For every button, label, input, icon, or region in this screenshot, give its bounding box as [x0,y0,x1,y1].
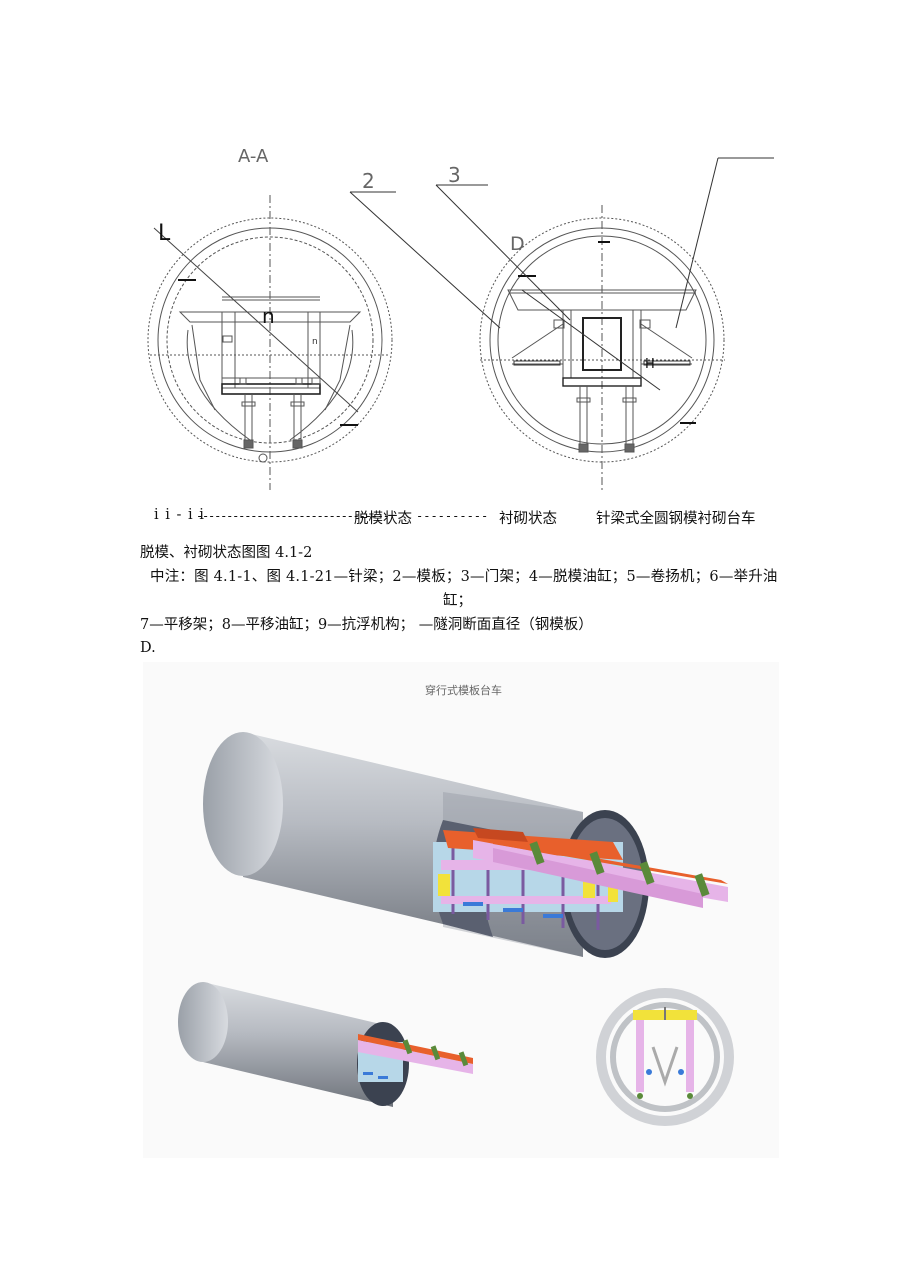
note-line-4: D. [140,640,156,656]
stripping-state-label: 脱模状态 [354,511,412,527]
render-title: 穿行式模板台车 [425,683,502,697]
small-tube-model [178,982,473,1107]
section-label: i i - i i [154,507,205,523]
cross-section-drawing: A-A L 2 3 D n n H [147,146,774,490]
section-title-label: A-A [238,146,269,167]
label-D: D [510,233,525,255]
label-3: 3 [448,163,461,187]
label-n: n [262,304,275,328]
lining-state-label: 衬砌状态 [499,511,557,527]
note-line-2: 缸； [443,593,472,609]
note-line-1: 中注：图 4.1-1、图 4.1-21—针梁；2—模板；3—门架；4—脱模油缸；… [150,569,778,585]
label-L: L [158,221,171,246]
left-section-stripping-state [147,195,393,490]
label-2: 2 [362,169,375,193]
note-line-3: 7—平移架；8—平移油缸；9—抗浮机构； —隧洞断面直径（钢模板） [140,617,593,633]
traveling-formwork-render: 穿行式模板台车 [143,662,779,1158]
label-H: H [645,357,655,372]
cross-section-ring-model [596,988,734,1126]
large-tube-model [203,732,728,958]
figure-caption-row: i i - i i ------------------------------… [154,507,794,529]
label-n-small: n [312,337,318,347]
caption-dashes-2: ---------- [416,509,489,523]
machine-name-label: 针梁式全圆钢模衬砌台车 [596,511,756,527]
figure-title: 脱模、衬砌状态图图 4.1-2 [140,545,313,561]
right-section-lining-state [349,157,774,490]
caption-dashes-1: -------------------------------- [196,509,390,523]
